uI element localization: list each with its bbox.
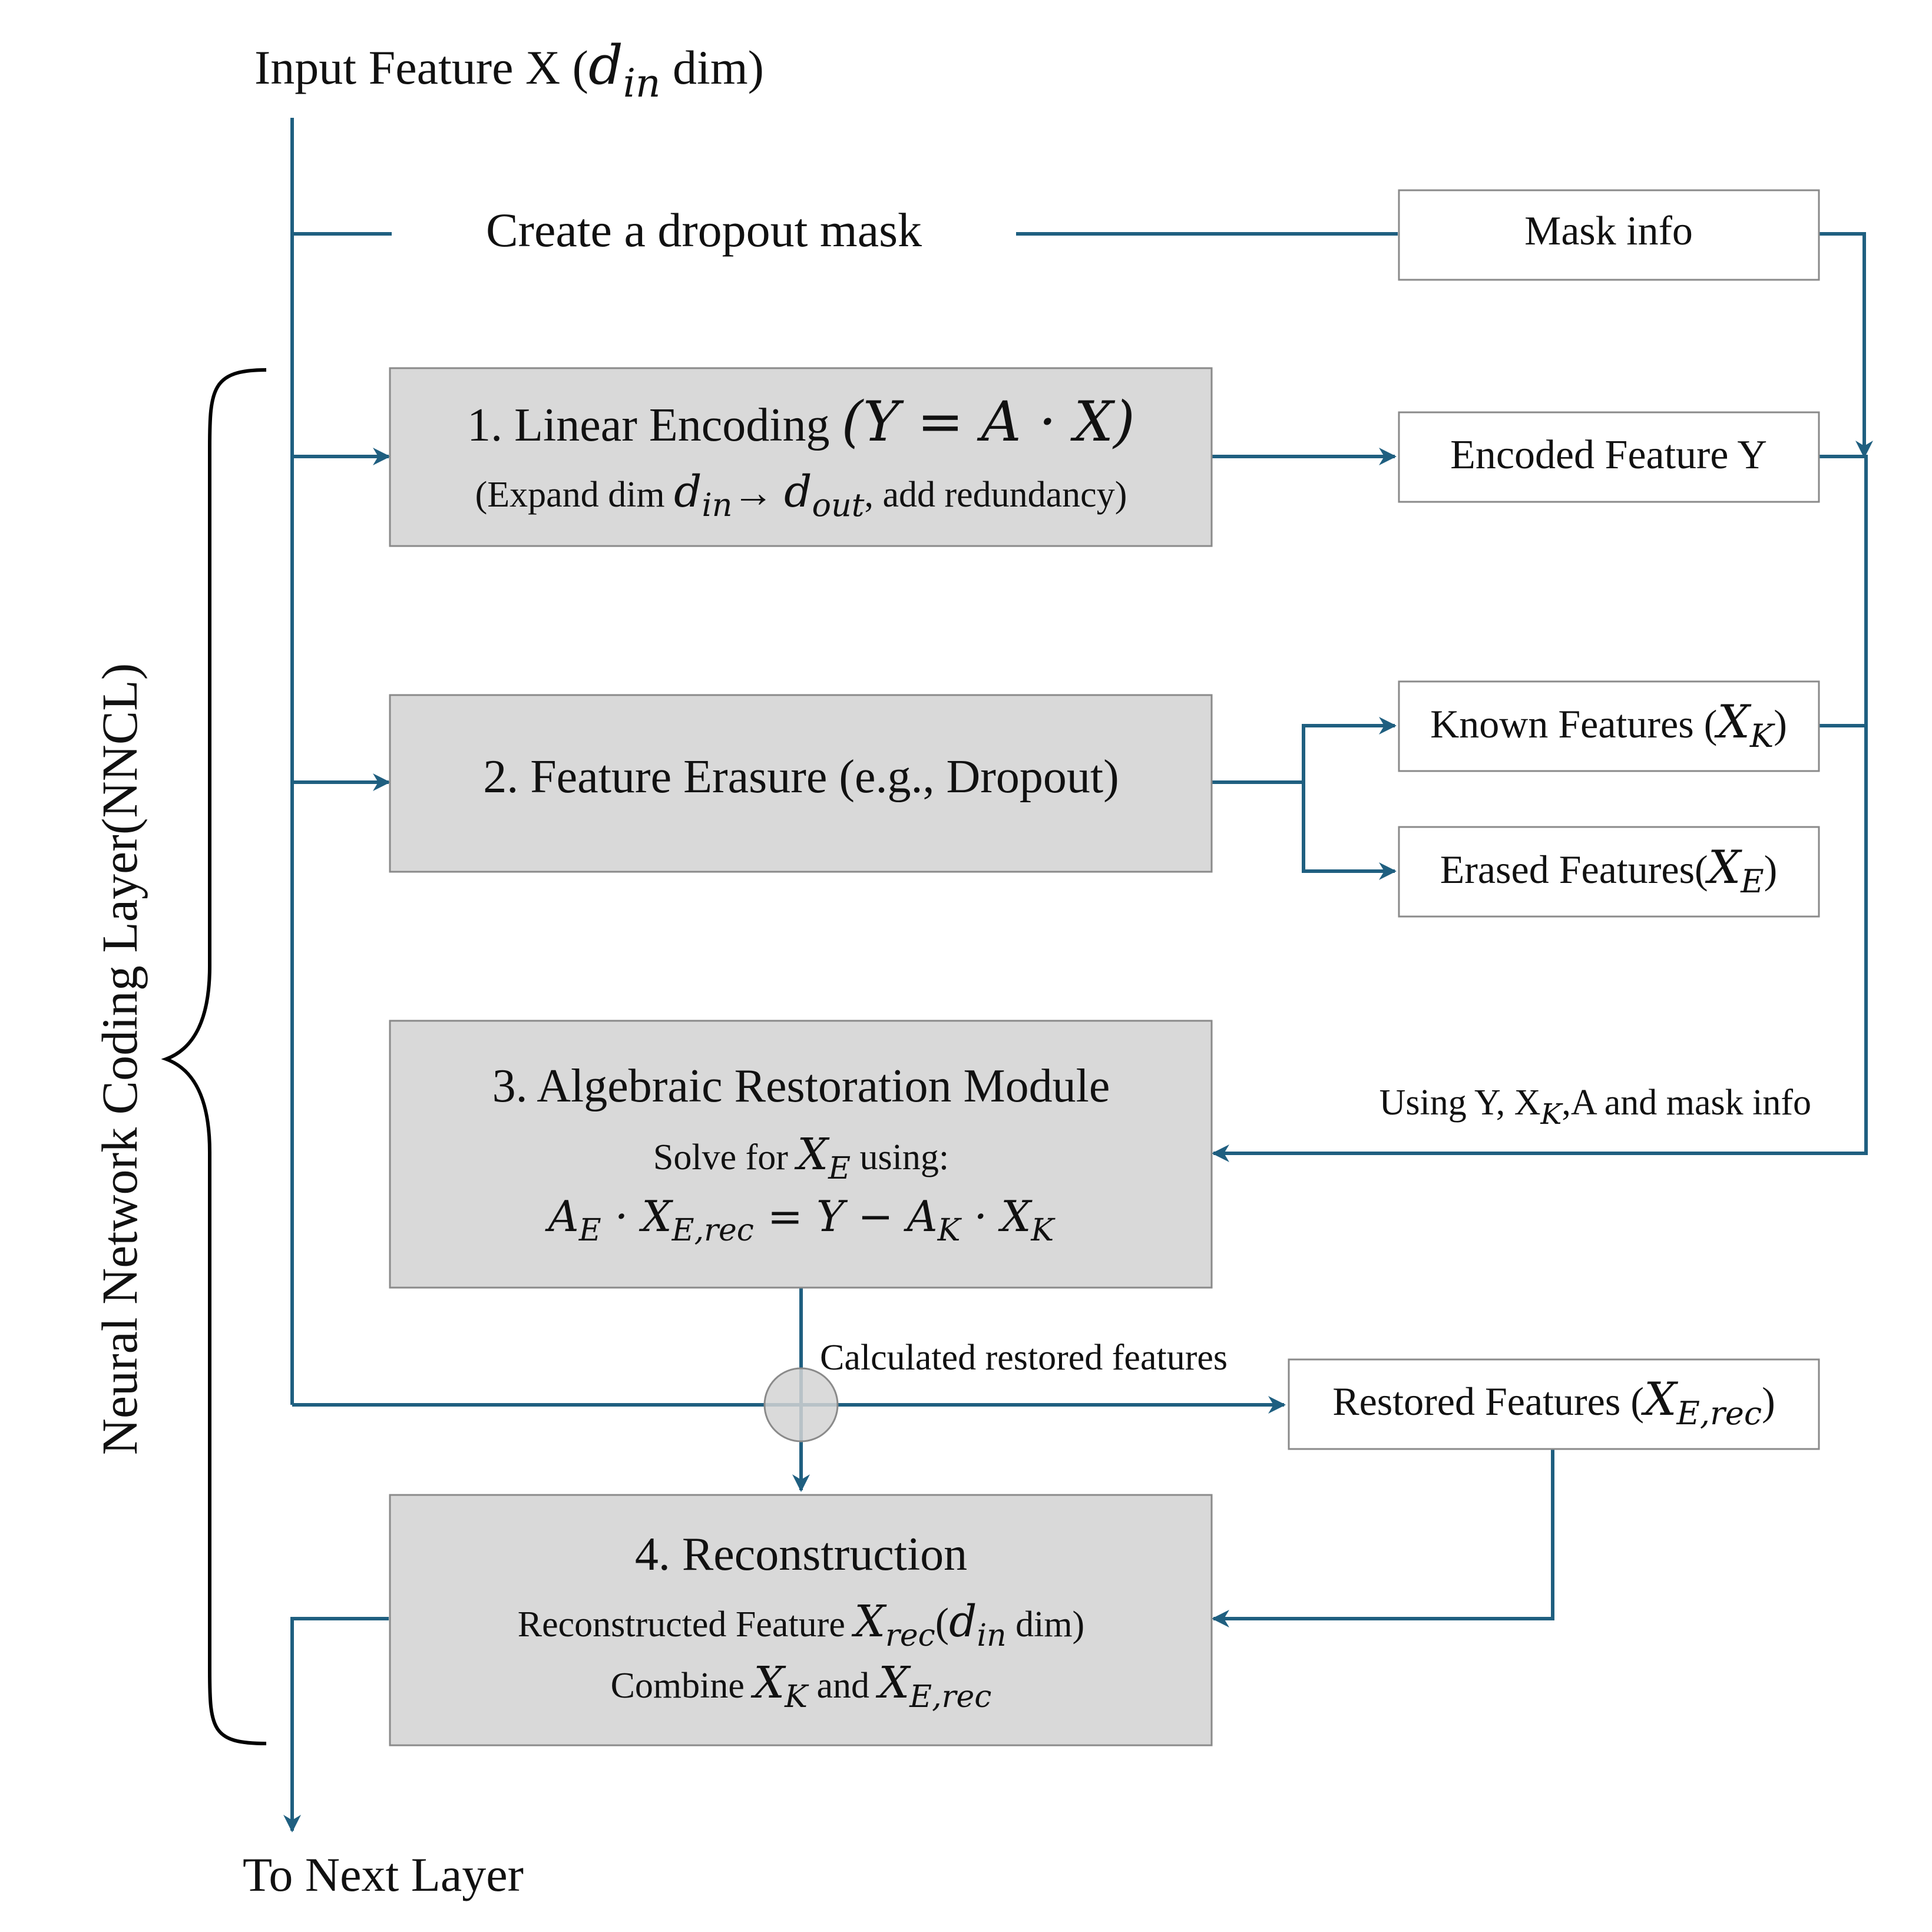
junction-node — [763, 1367, 839, 1443]
calculated-annotation: Calculated restored features — [820, 1338, 1228, 1378]
erased-features-box — [1398, 826, 1820, 918]
create-mask-label: Create a dropout mask — [486, 203, 922, 257]
encoded-feature-box — [1398, 411, 1820, 503]
next-layer-label: To Next Layer — [243, 1848, 524, 1901]
restored-features-label: Restored Features (XE,rec) — [1332, 1373, 1775, 1432]
using-annotation: Using Y, XK,A and mask info — [1379, 1083, 1811, 1131]
mask-info-label: Mask info — [1524, 209, 1693, 254]
encoded-feature-label: Encoded Feature Y — [1450, 432, 1767, 478]
step1-subtitle: (Expand dim din→ dout, add redundancy) — [475, 467, 1127, 524]
step4-box — [389, 1494, 1213, 1746]
restored-features-box — [1288, 1358, 1820, 1450]
input-feature-label: Input Feature X (din dim) — [254, 34, 764, 106]
step3-solve-line: Solve for XE using: — [653, 1129, 949, 1186]
erased-features-label: Erased Features(XE) — [1440, 841, 1778, 900]
step1-box — [389, 367, 1213, 547]
nncl-side-label: Neural Network Coding Layer(NNCL) — [91, 663, 148, 1455]
mask-info-rail-line — [1816, 232, 1873, 458]
split-to-known-arrow — [1302, 717, 1397, 782]
step1-title: 1. Linear Encoding (Y = A · X) — [467, 390, 1135, 454]
known-features-label: Known Features (XK) — [1430, 696, 1787, 755]
restored-to-step4-arrow — [1212, 1448, 1554, 1627]
known-features-box — [1398, 680, 1820, 772]
step4-to-next-layer-arrow — [283, 1617, 389, 1832]
step2-title: 2. Feature Erasure (e.g., Dropout) — [483, 751, 1119, 803]
mask-info-box — [1398, 189, 1820, 281]
step2-box — [389, 694, 1213, 873]
split-to-erased-arrow — [1302, 782, 1397, 880]
step4-line1: Reconstructed Feature Xrec(din dim) — [518, 1596, 1084, 1653]
step4-line2: Combine XK and XE,rec — [611, 1658, 992, 1715]
step4-title: 4. Reconstruction — [635, 1529, 967, 1580]
right-rail-to-step3-arrow — [1212, 455, 1868, 1162]
step3-equation: AE · XE,rec = Y − AK · XK — [545, 1192, 1056, 1248]
step3-title: 3. Algebraic Restoration Module — [492, 1060, 1110, 1112]
step3-box — [389, 1020, 1213, 1289]
nncl-brace — [161, 368, 267, 1745]
